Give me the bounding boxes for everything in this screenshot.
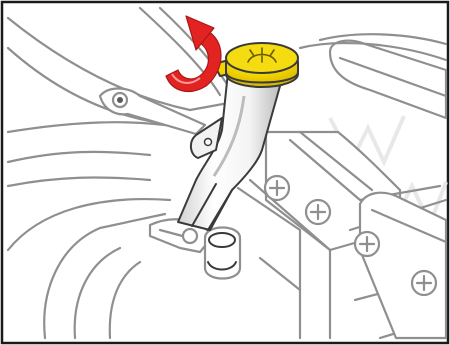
battery xyxy=(238,132,446,338)
lower-left-contours xyxy=(8,199,170,338)
vent-plug xyxy=(265,176,289,200)
vent-plug xyxy=(412,271,436,295)
battery-terminal xyxy=(150,219,240,278)
vent-plug xyxy=(306,200,330,224)
vent-plug xyxy=(355,232,379,256)
right-contours xyxy=(300,34,446,118)
counterclockwise-open-arrow-icon xyxy=(166,16,221,91)
bolt-bracket xyxy=(100,89,205,135)
